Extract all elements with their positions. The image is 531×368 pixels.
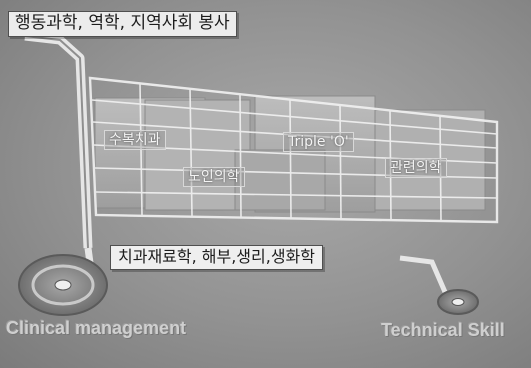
base-label: 치과재료학, 해부,생리,생화학 <box>110 245 323 270</box>
cart-item-label: 수복치과 <box>104 130 166 150</box>
title-label: 행동과학, 역학, 지역사회 봉사 <box>8 11 237 37</box>
crates <box>94 95 486 213</box>
right-wheel-caption: Technical Skill <box>381 320 505 340</box>
basket-frame <box>88 76 499 224</box>
rear-wheel-hub <box>54 279 72 291</box>
cart-handle-edge <box>24 35 89 249</box>
left-wheel-caption: Clinical management <box>6 318 187 338</box>
basket-wire <box>339 103 342 220</box>
basket-wire <box>439 115 442 222</box>
basket-wire <box>389 109 392 221</box>
cart-handle <box>24 31 93 249</box>
wheels <box>18 254 479 316</box>
crate-front-center <box>234 149 326 211</box>
basket-wire <box>92 121 498 149</box>
cart-item-label: 관련의학 <box>385 158 447 178</box>
crate-back-center <box>144 99 251 211</box>
basket-wire <box>189 87 193 217</box>
cart-item-label: Triple 'O' <box>283 132 354 152</box>
basket-grid <box>88 76 499 224</box>
basket-wire <box>91 99 498 135</box>
basket-wire <box>94 191 498 199</box>
basket-wire <box>239 93 242 218</box>
cart-front-leg <box>399 255 448 293</box>
basket-wire <box>94 167 498 179</box>
cart-item-label: 노인의학 <box>183 167 245 187</box>
basket-wire <box>289 98 292 219</box>
front-wheel-hub <box>451 298 465 306</box>
rear-wheel-rim <box>31 264 95 306</box>
basket-wire <box>93 144 498 164</box>
